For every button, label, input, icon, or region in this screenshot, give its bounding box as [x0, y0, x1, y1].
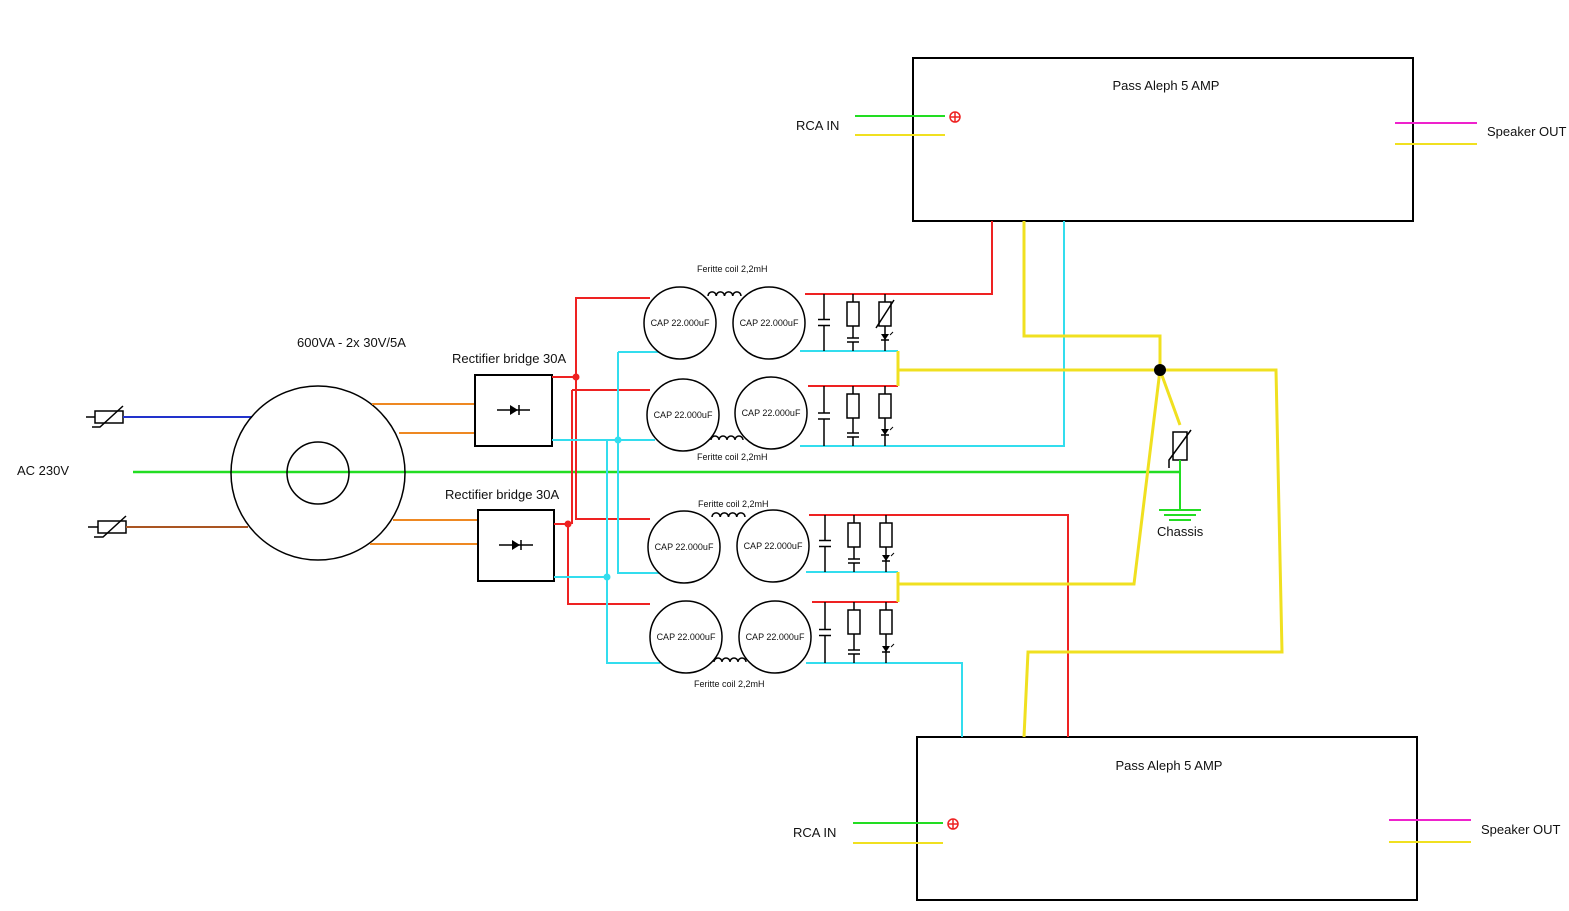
inductor-icon	[710, 435, 744, 441]
thermistor-icon	[88, 515, 127, 538]
coil-label: Feritte coil 2,2mH	[698, 499, 769, 509]
led-icon	[879, 602, 895, 663]
capacitor: CAP 22.000uF	[738, 600, 812, 674]
amp-bottom: Pass Aleph 5 AMP RCA IN Speaker OUT	[793, 736, 1561, 901]
amp-top: Pass Aleph 5 AMP RCA IN Speaker OUT	[796, 57, 1567, 222]
inductor-icon	[711, 512, 746, 518]
capacitor: CAP 22.000uF	[736, 509, 810, 583]
varistor-icon	[875, 294, 895, 351]
mains-section: AC 230V	[17, 405, 1180, 538]
rectifier-top-label: Rectifier bridge 30A	[452, 351, 566, 366]
capacitor-bank-row: CAP 22.000uF CAP 22.000uF Feritte coil 2,2…	[643, 264, 895, 360]
resistor-icon	[846, 386, 860, 446]
mains-label: AC 230V	[17, 463, 69, 478]
capacitor: CAP 22.000uF	[643, 286, 717, 360]
capacitor-label: CAP 22.000uF	[742, 408, 801, 418]
film-capacitor-icon	[819, 515, 831, 572]
junction-dot	[564, 520, 572, 528]
capacitor-label: CAP 22.000uF	[740, 318, 799, 328]
ground-wiring	[896, 221, 1284, 738]
film-capacitor-icon	[818, 386, 830, 446]
amp-bottom-title: Pass Aleph 5 AMP	[1116, 758, 1223, 773]
amp-bottom-box	[916, 736, 1418, 901]
diode-icon	[499, 540, 533, 550]
amp-top-box	[912, 57, 1414, 222]
toroidal-transformer: 600VA - 2x 30V/5A	[230, 335, 478, 561]
capacitor-bank-row: CAP 22.000uF CAP 22.000uF Feritte coil 2,2…	[646, 376, 894, 462]
transformer-outer-ring	[230, 385, 406, 561]
led-icon	[878, 386, 894, 446]
rectifier-bottom-box	[477, 509, 555, 582]
amp-top-speaker-label: Speaker OUT	[1487, 124, 1567, 139]
diode-icon	[497, 405, 530, 415]
capacitor-bank-row: CAP 22.000uF CAP 22.000uF Feritte coil 2,2…	[647, 499, 895, 584]
resistor-icon	[847, 515, 861, 572]
amp-top-rca-label: RCA IN	[796, 118, 839, 133]
transformer-label: 600VA - 2x 30V/5A	[297, 335, 406, 350]
capacitor-label: CAP 22.000uF	[744, 541, 803, 551]
led-icon	[879, 515, 895, 572]
capacitor: CAP 22.000uF	[649, 600, 723, 674]
rectifier-bottom: Rectifier bridge 30A	[445, 487, 559, 582]
inductor-icon	[707, 291, 742, 297]
rectifier-top: Rectifier bridge 30A	[452, 351, 566, 447]
coil-label: Feritte coil 2,2mH	[697, 452, 768, 462]
capacitor-label: CAP 22.000uF	[746, 632, 805, 642]
rectifier-bottom-label: Rectifier bridge 30A	[445, 487, 559, 502]
transformer-inner-ring	[286, 441, 350, 505]
positive-rails	[552, 221, 1069, 737]
thermistor-icon	[86, 405, 124, 428]
coil-label: Feritte coil 2,2mH	[697, 264, 768, 274]
capacitor: CAP 22.000uF	[734, 376, 808, 450]
capacitor: CAP 22.000uF	[732, 286, 806, 360]
ground-icon	[1159, 509, 1201, 521]
negative-rails	[552, 221, 1065, 737]
plus-terminal-icon	[947, 818, 959, 830]
capacitor: CAP 22.000uF	[646, 378, 720, 452]
capacitor-bank-row: CAP 22.000uF CAP 22.000uF Feritte coil 2,2…	[649, 600, 895, 689]
amp-bottom-speaker-label: Speaker OUT	[1481, 822, 1561, 837]
rectifier-top-box	[474, 374, 553, 447]
film-capacitor-icon	[819, 602, 831, 663]
film-capacitor-icon	[818, 294, 830, 351]
inductor-icon	[713, 657, 747, 663]
star-ground-node	[1154, 364, 1166, 376]
plus-terminal-icon	[949, 111, 961, 123]
capacitor-banks: CAP 22.000uF CAP 22.000uF Feritte coil 2,2…	[643, 264, 895, 689]
amp-top-title: Pass Aleph 5 AMP	[1113, 78, 1220, 93]
coil-label: Feritte coil 2,2mH	[694, 679, 765, 689]
junction-dot	[614, 436, 622, 444]
capacitor-label: CAP 22.000uF	[654, 410, 713, 420]
junction-dot	[572, 373, 580, 381]
resistor-icon	[847, 602, 861, 663]
amp-bottom-rca-label: RCA IN	[793, 825, 836, 840]
capacitor-label: CAP 22.000uF	[655, 542, 714, 552]
capacitor-label: CAP 22.000uF	[657, 632, 716, 642]
resistor-icon	[846, 294, 860, 351]
capacitor-label: CAP 22.000uF	[651, 318, 710, 328]
chassis-ground: Chassis	[1157, 429, 1204, 539]
capacitor: CAP 22.000uF	[647, 510, 721, 584]
junction-dot	[603, 573, 611, 581]
chassis-label: Chassis	[1157, 524, 1204, 539]
